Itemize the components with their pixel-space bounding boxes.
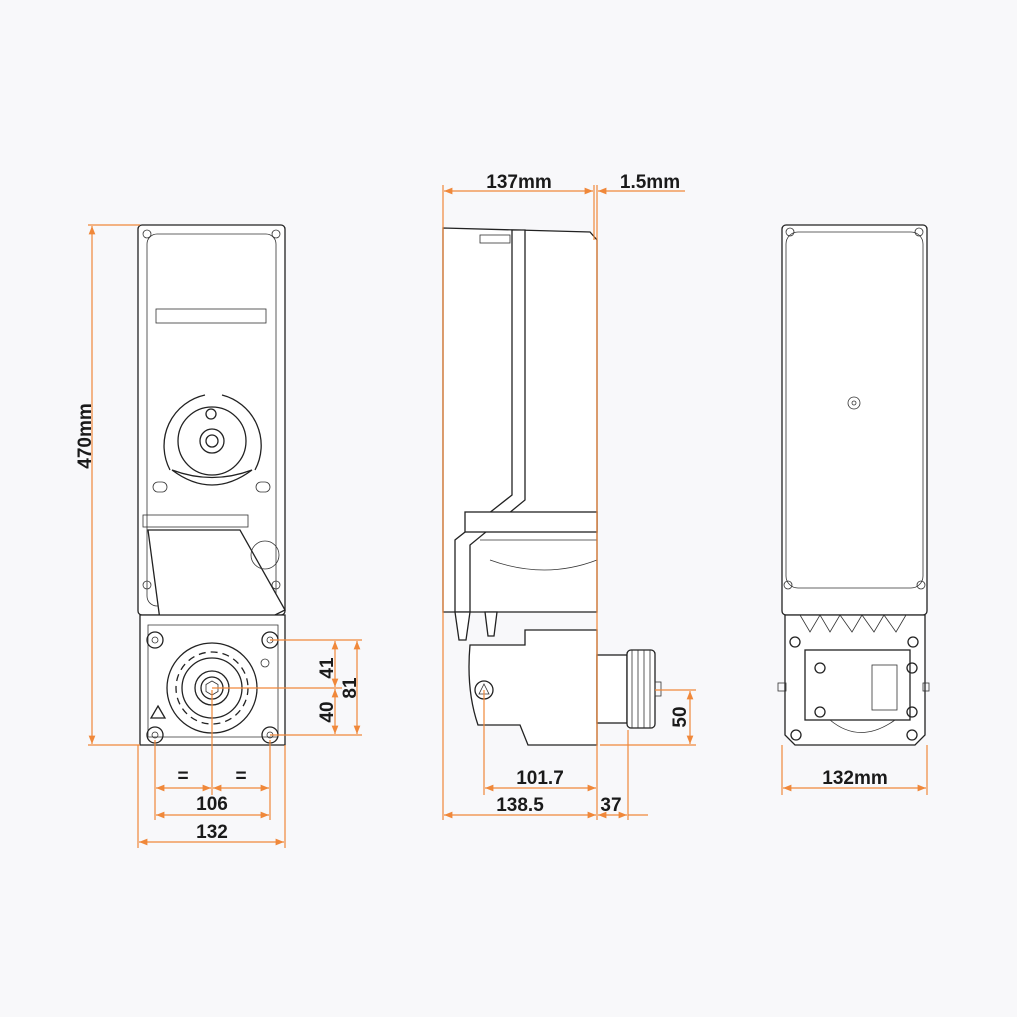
hole-spacing-label: 106	[196, 794, 228, 815]
front-view	[137, 224, 286, 746]
shaft-depth-label: 101.7	[516, 768, 564, 789]
pinion-width-label: 37	[600, 795, 621, 816]
offset-label: 1.5mm	[620, 172, 680, 193]
release-knob	[152, 394, 271, 493]
side-pinion	[626, 649, 656, 729]
equal-right-label: =	[235, 766, 246, 787]
gearbox	[468, 629, 598, 746]
warning-icon	[149, 704, 167, 719]
side-dimensions: 137mm 1.5mm 101.7 138.5 37 50	[442, 172, 696, 820]
lower-spacing-label: 40	[317, 701, 338, 722]
equal-left-label: =	[177, 766, 188, 787]
rear-width-label: 132mm	[822, 768, 888, 789]
rear-view	[777, 224, 930, 746]
rear-housing	[781, 224, 928, 616]
side-view	[442, 227, 662, 746]
front-dimensions: 470mm 41 40 81 = = 106 132	[75, 224, 362, 848]
pinion-height-label: 50	[670, 706, 691, 727]
rear-dimensions: 132mm	[781, 745, 928, 795]
label-slot	[155, 308, 267, 324]
upper-spacing-label: 41	[317, 657, 338, 679]
vertical-total-label: 81	[340, 677, 361, 699]
total-depth-label: 138.5	[496, 795, 544, 816]
depth-label: 137mm	[486, 172, 552, 193]
height-label: 470mm	[75, 403, 96, 469]
width-label: 132	[196, 822, 228, 843]
